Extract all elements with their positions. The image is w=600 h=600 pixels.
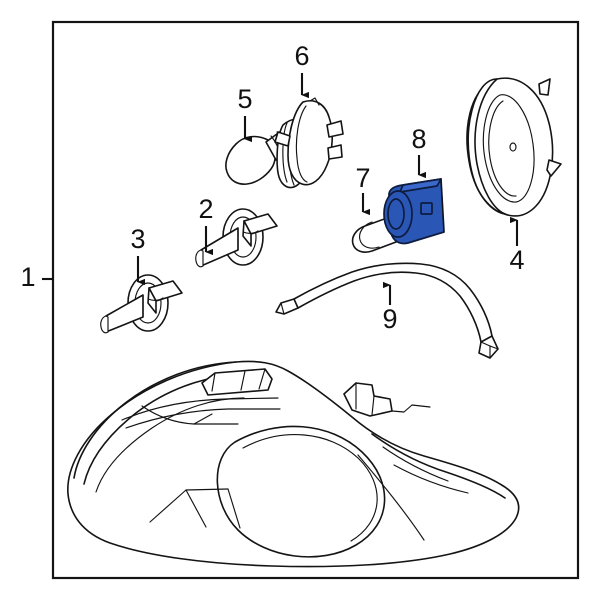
callout-8-label: 8 bbox=[411, 124, 426, 154]
callout-group: 1 2 3 4 5 bbox=[20, 41, 524, 334]
callout-8[interactable]: 8 bbox=[411, 124, 427, 179]
callout-3-label: 3 bbox=[130, 224, 145, 254]
callout-4-label: 4 bbox=[509, 245, 524, 275]
callout-7-label: 7 bbox=[355, 163, 370, 193]
callout-2[interactable]: 2 bbox=[198, 194, 214, 256]
callout-1-label: 1 bbox=[20, 262, 35, 292]
part-bulb-socket-highlighted[interactable] bbox=[383, 178, 445, 245]
callout-3[interactable]: 3 bbox=[130, 224, 146, 286]
part-turn-signal-bulb[interactable] bbox=[195, 208, 278, 268]
callout-6-label: 6 bbox=[294, 41, 309, 71]
part-headlamp-assembly[interactable] bbox=[67, 360, 520, 568]
callout-5[interactable]: 5 bbox=[237, 84, 253, 143]
part-dust-cap-cover[interactable] bbox=[466, 77, 562, 217]
part-parking-lamp-bulb[interactable] bbox=[100, 274, 183, 334]
part-wiring-harness-retainer[interactable] bbox=[275, 262, 499, 359]
callout-4[interactable]: 4 bbox=[509, 216, 525, 275]
callout-5-label: 5 bbox=[237, 84, 252, 114]
callout-9-label: 9 bbox=[382, 304, 397, 334]
part-low-beam-bulb[interactable] bbox=[274, 97, 344, 186]
callout-6[interactable]: 6 bbox=[294, 41, 310, 99]
callout-1[interactable]: 1 bbox=[20, 262, 54, 292]
assembly-border bbox=[51, 20, 580, 580]
callout-9[interactable]: 9 bbox=[382, 281, 398, 334]
callout-2-label: 2 bbox=[198, 194, 213, 224]
callout-7[interactable]: 7 bbox=[355, 163, 371, 216]
